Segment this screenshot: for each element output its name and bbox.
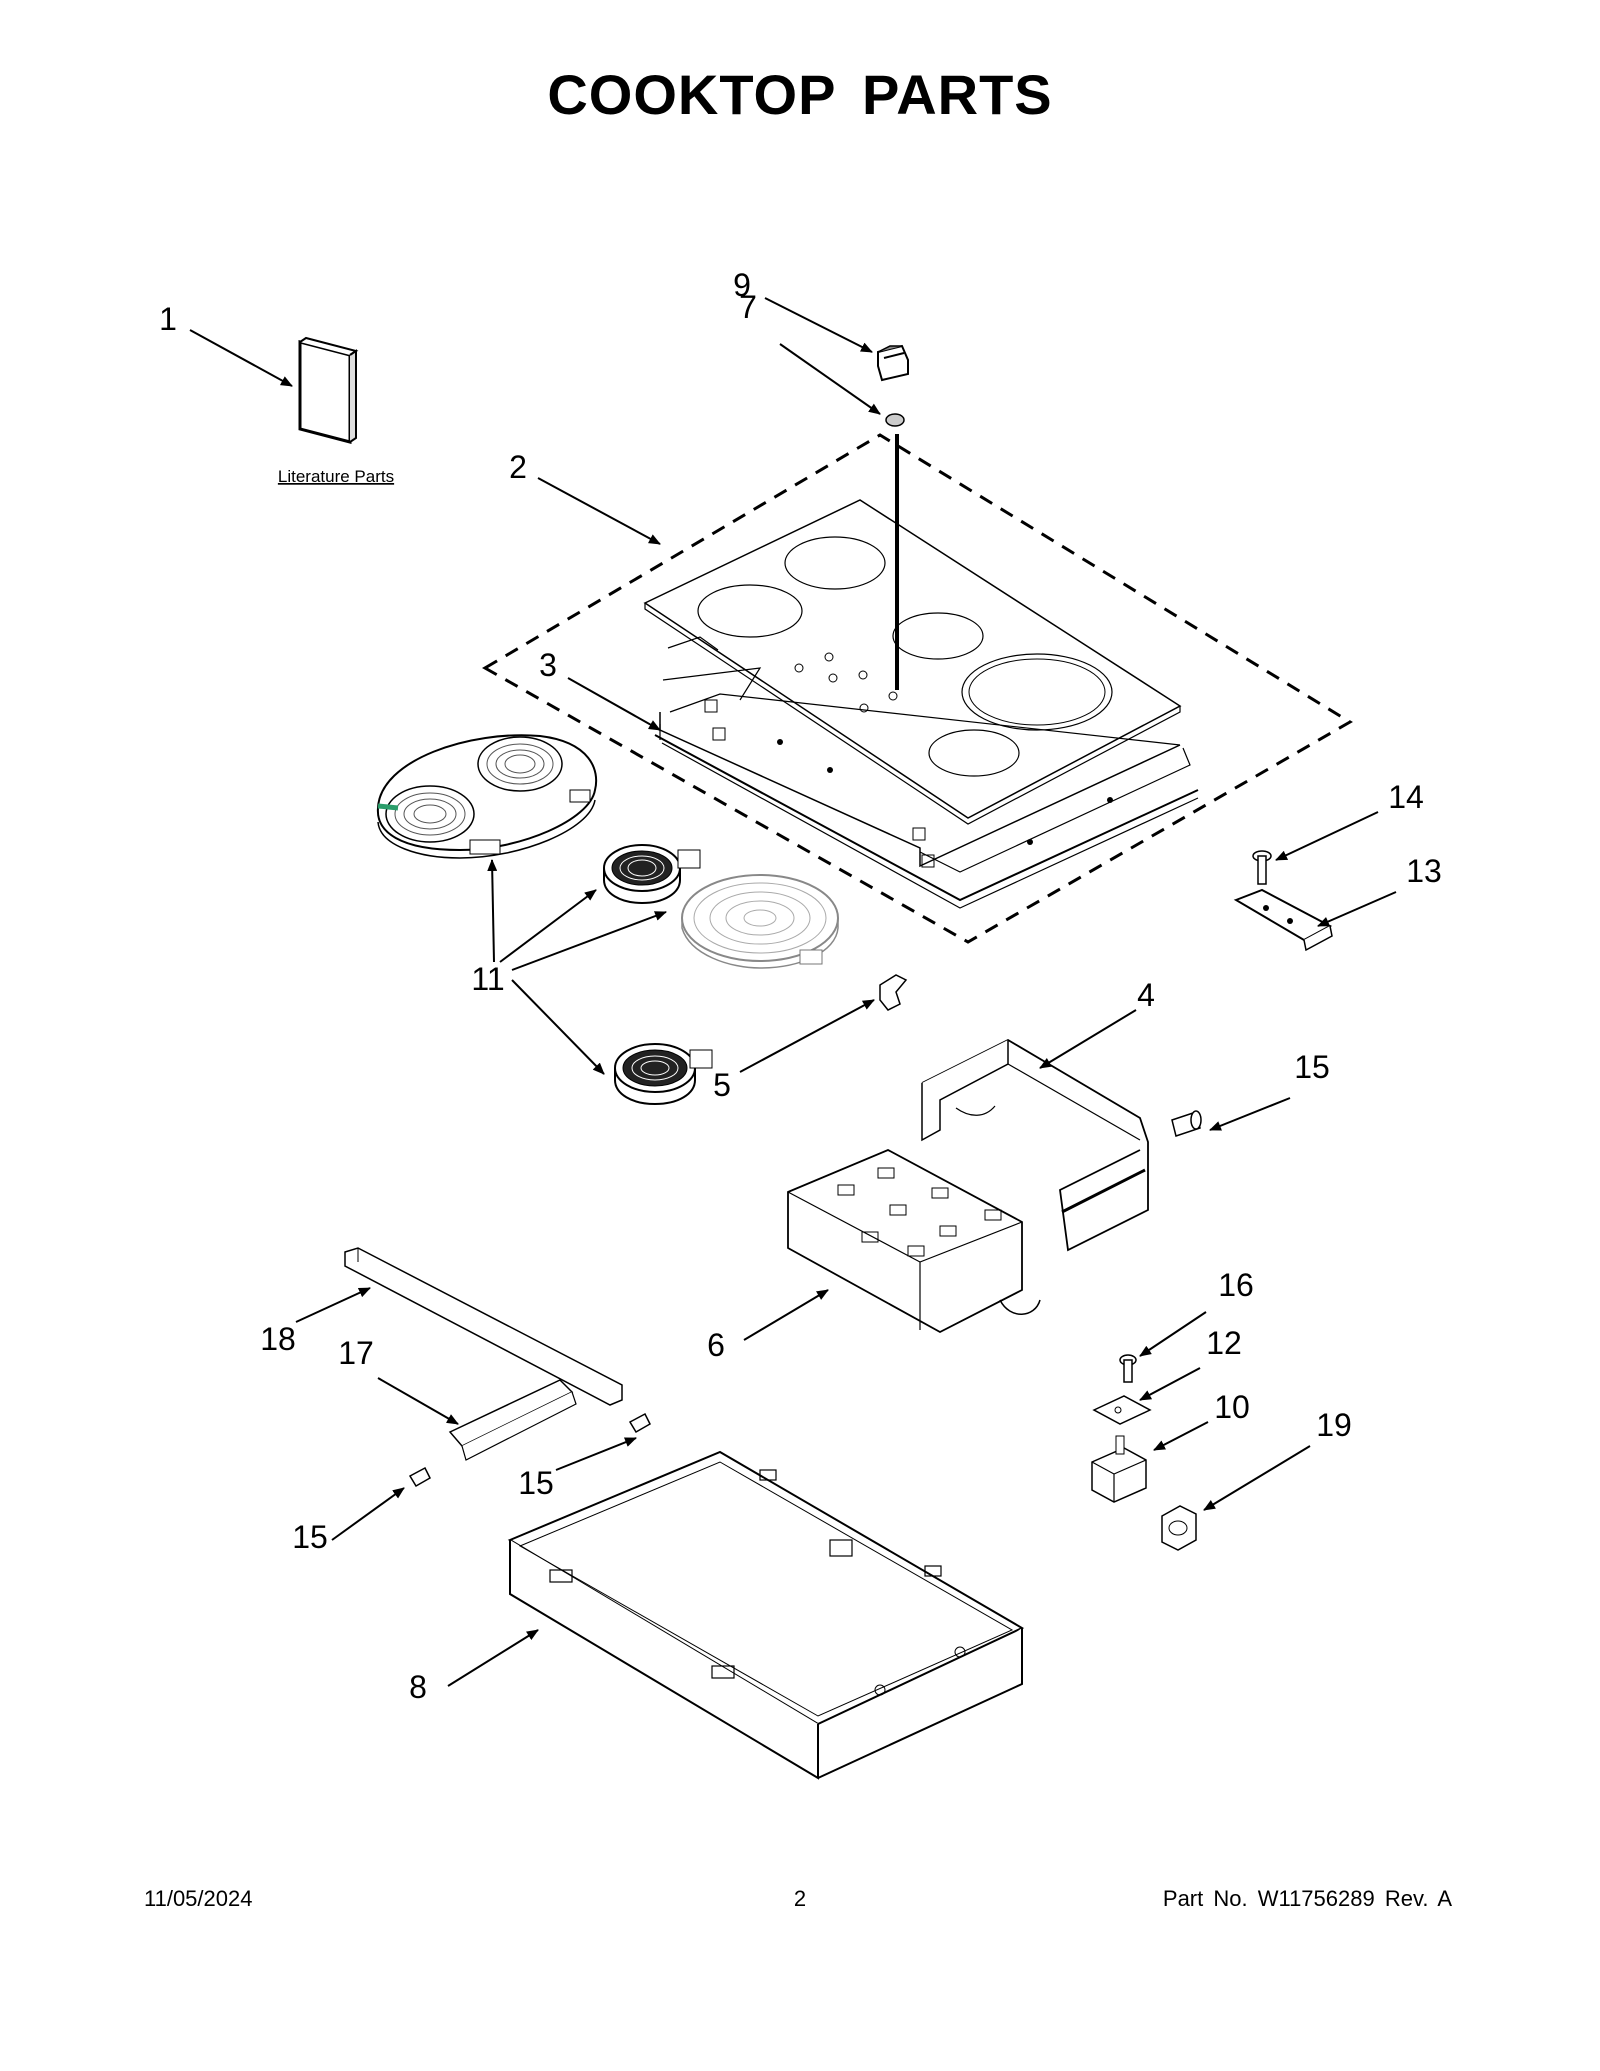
callout-17: 17 bbox=[338, 1335, 374, 1371]
part-7-knob-washer[interactable] bbox=[885, 413, 905, 427]
part-5-clip[interactable] bbox=[879, 974, 908, 1011]
part-1-literature-booklet[interactable] bbox=[298, 336, 359, 444]
callout-8: 8 bbox=[409, 1669, 427, 1705]
callout-15-right: 15 bbox=[1294, 1049, 1330, 1085]
footer-part-number: Part No. W11756289 Rev. A bbox=[1162, 1886, 1452, 1911]
leader-lines bbox=[189, 297, 1397, 1687]
callout-12: 12 bbox=[1206, 1325, 1242, 1361]
callout-18: 18 bbox=[260, 1321, 296, 1357]
part-11-large-element[interactable] bbox=[681, 874, 839, 969]
callout-19: 19 bbox=[1316, 1407, 1352, 1443]
page-title: COOKTOP PARTS bbox=[547, 63, 1053, 126]
part-11-small-element-upper[interactable] bbox=[603, 844, 701, 905]
part-15-screw-mid[interactable] bbox=[628, 1412, 651, 1434]
part-16-screw[interactable] bbox=[1119, 1354, 1137, 1383]
callout-14: 14 bbox=[1388, 779, 1424, 815]
part-15-screw-left[interactable] bbox=[408, 1466, 431, 1488]
callout-16: 16 bbox=[1218, 1267, 1254, 1303]
part-4-element-bracket[interactable] bbox=[921, 1038, 1149, 1252]
part-10-switch[interactable] bbox=[1091, 1435, 1147, 1503]
callout-6: 6 bbox=[707, 1327, 725, 1363]
callout-15-left: 15 bbox=[292, 1519, 328, 1555]
callout-3: 3 bbox=[539, 647, 557, 683]
part-19-sensor[interactable] bbox=[1161, 1505, 1197, 1551]
literature-parts-label: Literature Parts bbox=[278, 467, 394, 486]
part-8-burner-box[interactable] bbox=[507, 1450, 1025, 1780]
part-12-plate[interactable] bbox=[1092, 1395, 1152, 1425]
part-13-bracket[interactable] bbox=[1233, 888, 1333, 952]
callout-13: 13 bbox=[1406, 853, 1442, 889]
callout-2: 2 bbox=[509, 449, 527, 485]
part-15-screw-right[interactable] bbox=[1171, 1110, 1202, 1137]
part-14-screw[interactable] bbox=[1252, 850, 1272, 885]
part-6-tray-bracket[interactable] bbox=[787, 1149, 1041, 1334]
callout-11: 11 bbox=[471, 961, 504, 997]
part-18-rail[interactable] bbox=[344, 1247, 623, 1406]
callout-1: 1 bbox=[159, 301, 177, 337]
callout-4: 4 bbox=[1137, 977, 1155, 1013]
callout-15-mid: 15 bbox=[518, 1465, 554, 1501]
callout-10: 10 bbox=[1214, 1389, 1250, 1425]
callout-7: 7 bbox=[739, 289, 757, 325]
callout-numbers: 1 2 3 4 5 6 7 8 9 10 11 12 13 14 15 15 1… bbox=[159, 267, 1442, 1705]
footer-page-number: 2 bbox=[793, 1886, 807, 1911]
glass-cooktop-top[interactable] bbox=[643, 499, 1182, 825]
part-17-small-bracket[interactable] bbox=[448, 1379, 577, 1461]
part-9-control-knob[interactable] bbox=[877, 344, 909, 382]
callout-9: 9 bbox=[733, 267, 751, 303]
part-11-small-element-lower[interactable] bbox=[614, 1043, 713, 1106]
footer-date: 11/05/2024 bbox=[144, 1886, 253, 1911]
part-11-dual-radiant-element[interactable] bbox=[376, 734, 598, 859]
callout-5: 5 bbox=[713, 1067, 731, 1103]
part-2-assembly-boundary bbox=[482, 433, 1353, 944]
